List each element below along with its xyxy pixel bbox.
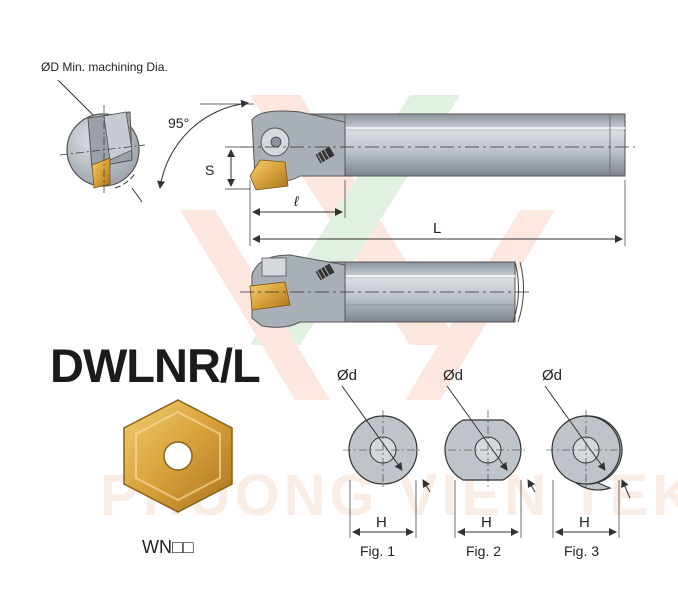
fig1-d-label: Ød [337,367,357,384]
fig1-h-label: H [376,514,387,531]
fig2-h-label: H [481,514,492,531]
L-label: L [433,220,441,237]
L-dimension [252,180,626,246]
s-label: S [205,162,214,178]
fig2-d-label: Ød [443,367,463,384]
insert-wn [123,399,233,513]
fig3-caption: Fig. 3 [564,543,599,559]
angle-label: 95° [168,115,189,131]
figure-3 [544,385,631,538]
tool-holder-side [240,254,530,328]
angle-dimension [157,99,254,189]
model-name: DWLNR/L [50,339,261,392]
min-dia-label: ØD Min. machining Dia. [41,60,168,74]
l-small-dimension [249,180,346,246]
fig3-d-label: Ød [542,367,562,384]
figure-2 [444,385,536,538]
tool-holder-top [240,110,635,191]
l-small-label: ℓ [293,193,299,209]
fig2-caption: Fig. 2 [466,543,501,559]
insert-label: WN□□ [142,537,194,557]
end-view [57,79,146,203]
fig1-caption: Fig. 1 [360,543,395,559]
figure-1 [341,385,431,538]
s-dimension [225,146,250,190]
fig3-h-label: H [579,514,590,531]
